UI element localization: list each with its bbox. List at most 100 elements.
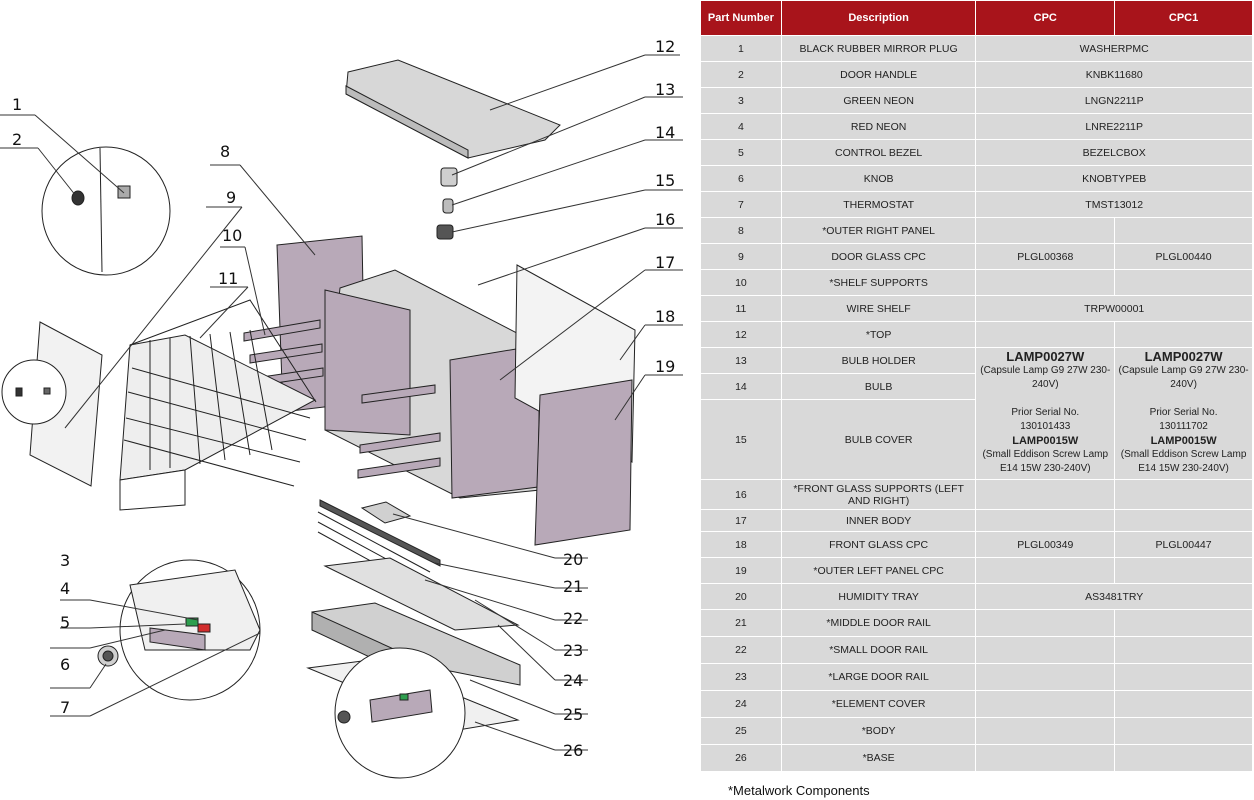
callout-21: 21 [563, 577, 583, 596]
table-row: 22*SMALL DOOR RAIL [700, 636, 1253, 664]
part-number-cell: 25 [700, 717, 782, 745]
cpc-cell [975, 636, 1116, 664]
part-number-cell: 16 [700, 479, 782, 510]
table-row: 23*LARGE DOOR RAIL [700, 663, 1253, 691]
part-bulb [442, 198, 454, 214]
cpc1-cell [1114, 744, 1253, 772]
cpc-cell [975, 479, 1116, 510]
cpc1-cell [1114, 690, 1253, 718]
exploded-parts-diagram: 1 2 3 4 5 6 7 8 9 10 11 12 13 14 15 16 1… [0, 37, 683, 779]
callout-24: 24 [563, 671, 583, 690]
cpc-cell: PLGL00349 [975, 531, 1116, 558]
callout-13: 13 [655, 80, 675, 99]
detail-circle-base-controls [334, 647, 466, 779]
callout-3: 3 [60, 551, 70, 570]
shared-code-cell: WASHERPMC [975, 35, 1253, 62]
part-element-cover [323, 557, 520, 631]
cpc1-cell: PLGL00440 [1114, 243, 1253, 270]
prior-label: Prior Serial No. [1149, 407, 1218, 418]
shared-code-cell: KNBK11680 [975, 61, 1253, 88]
part-number-cell: 19 [700, 557, 782, 584]
header-part-number: Part Number [700, 0, 782, 36]
callout-8: 8 [220, 142, 230, 161]
part-number-cell: 21 [700, 609, 782, 637]
spacer [1118, 392, 1249, 406]
description-cell: HUMIDITY TRAY [780, 583, 977, 610]
table-row: 16*FRONT GLASS SUPPORTS (LEFT AND RIGHT) [700, 479, 1253, 510]
detail-circle-door-handle [41, 146, 171, 276]
cpc-cell [975, 269, 1116, 296]
description-cell: RED NEON [780, 113, 977, 140]
table-row: 26*BASE [700, 744, 1253, 772]
description-cell: DOOR GLASS CPC [780, 243, 977, 270]
part-humidity-tray [360, 501, 412, 524]
part-number-cell: 13 [700, 347, 782, 374]
description-cell: *LARGE DOOR RAIL [780, 663, 977, 691]
description-cell: DOOR HANDLE [780, 61, 977, 88]
table-row: 10*SHELF SUPPORTS [700, 269, 1253, 296]
part-number-cell: 3 [700, 87, 782, 114]
part-number-cell: 20 [700, 583, 782, 610]
part-number-cell: 8 [700, 217, 782, 244]
part-inner-body [324, 269, 541, 499]
cpc-cell [975, 663, 1116, 691]
callout-7: 7 [60, 698, 70, 717]
cpc-cell [975, 557, 1116, 584]
table-row: 12*TOP [700, 321, 1253, 348]
shared-code-cell: BEZELCBOX [975, 139, 1253, 166]
cpc1-cell: PLGL00447 [1114, 531, 1253, 558]
cpc-cell [975, 609, 1116, 637]
description-cell: INNER BODY [780, 509, 977, 532]
callout-4: 4 [60, 579, 70, 598]
cpc-cell [975, 690, 1116, 718]
callout-10: 10 [222, 226, 242, 245]
cpc1-cell [1114, 479, 1253, 510]
callout-19: 19 [655, 357, 675, 376]
prior-label: Prior Serial No. [1011, 407, 1080, 418]
prior-serial: 130111702 [1159, 421, 1208, 432]
shared-code-cell: TRPW00001 [975, 295, 1253, 322]
cpc-cell [975, 217, 1116, 244]
part-number-cell: 10 [700, 269, 782, 296]
description-cell: WIRE SHELF [780, 295, 977, 322]
part-number-cell: 2 [700, 61, 782, 88]
part-number-cell: 4 [700, 113, 782, 140]
callout-2: 2 [12, 130, 22, 149]
description-cell: KNOB [780, 165, 977, 192]
callout-18: 18 [655, 307, 675, 326]
callout-5: 5 [60, 613, 70, 632]
header-description: Description [780, 0, 977, 36]
shared-code-cell: AS3481TRY [975, 583, 1253, 610]
part-number-cell: 12 [700, 321, 782, 348]
callout-12: 12 [655, 37, 675, 56]
cpc-cell: PLGL00368 [975, 243, 1116, 270]
description-cell: *BODY [780, 717, 977, 745]
description-cell: BLACK RUBBER MIRROR PLUG [780, 35, 977, 62]
lamp-code: LAMP0027W [1144, 349, 1223, 364]
cpc1-cell [1114, 217, 1253, 244]
cpc-cell [975, 717, 1116, 745]
part-number-cell: 15 [700, 399, 782, 480]
part-number-cell: 24 [700, 690, 782, 718]
description-cell: BULB COVER [780, 399, 977, 480]
part-number-cell: 1 [700, 35, 782, 62]
part-number-cell: 6 [700, 165, 782, 192]
callout-11: 11 [218, 269, 238, 288]
spacer [979, 392, 1111, 406]
detail-circle-mirror-plug [1, 359, 67, 425]
table-row: 19*OUTER LEFT PANEL CPC [700, 557, 1253, 584]
shared-code-cell: LNRE2211P [975, 113, 1253, 140]
description-cell: GREEN NEON [780, 87, 977, 114]
table-header-row: Part Number Description CPC CPC1 [700, 0, 1253, 36]
shared-code-cell: TMST13012 [975, 191, 1253, 218]
cpc1-cell [1114, 321, 1253, 348]
callout-22: 22 [563, 609, 583, 628]
callout-16: 16 [655, 210, 675, 229]
